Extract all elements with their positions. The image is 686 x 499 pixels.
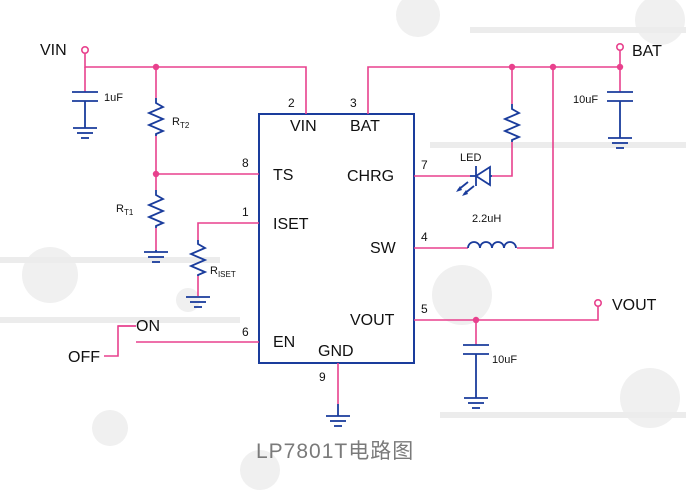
ground-symbol-riset xyxy=(186,296,210,308)
led-res-bottom-lead xyxy=(492,142,513,177)
bat-rail xyxy=(367,50,621,114)
vin-terminal xyxy=(81,45,90,54)
net-label-vin: VIN xyxy=(40,42,67,59)
pin-num-vin: 2 xyxy=(288,96,295,110)
pin-name-iset: ISET xyxy=(273,216,309,233)
ground-symbol-rt1 xyxy=(144,250,168,263)
inductor-bat-wire xyxy=(517,67,554,249)
pin-name-vout: VOUT xyxy=(350,312,395,329)
led-label: LED xyxy=(460,152,481,164)
vout-terminal xyxy=(593,298,602,307)
riset-resistor xyxy=(188,240,208,276)
iset-wire xyxy=(197,222,259,240)
led-diode xyxy=(456,165,492,196)
pin-num-chrg: 7 xyxy=(421,158,428,172)
bat-capacitor xyxy=(607,91,633,138)
ground-symbol-vout-cap xyxy=(464,397,488,409)
rt2-label: RT2 xyxy=(172,116,190,130)
pin-name-en: EN xyxy=(273,334,295,351)
pin-name-chrg: CHRG xyxy=(347,168,394,185)
rt1-label: RT1 xyxy=(116,203,134,217)
inductor-value: 2.2uH xyxy=(472,213,501,225)
vin-capacitor xyxy=(72,91,98,128)
pin-num-gnd: 9 xyxy=(319,370,326,384)
inductor xyxy=(467,241,517,249)
led-resistor xyxy=(502,104,522,142)
pin-num-bat: 3 xyxy=(350,96,357,110)
cap-bat-value: 10uF xyxy=(573,94,598,106)
pin-name-bat: BAT xyxy=(350,118,380,135)
ground-symbol-ic xyxy=(326,404,350,427)
diagram-caption: LP7801T电路图 xyxy=(256,440,414,463)
pin-num-en: 6 xyxy=(242,325,249,339)
junction-dots xyxy=(152,63,624,324)
vin-rail xyxy=(84,53,307,114)
pin-num-iset: 1 xyxy=(242,205,249,219)
cap-vin-value: 1uF xyxy=(104,92,123,104)
cap-vout-value: 10uF xyxy=(492,354,517,366)
pin-num-vout: 5 xyxy=(421,302,428,316)
pin-num-ts: 8 xyxy=(242,156,249,170)
ground-symbol-vin-cap xyxy=(73,127,97,139)
pin-num-sw: 4 xyxy=(421,230,428,244)
pin-name-sw: SW xyxy=(370,240,397,257)
net-label-vout: VOUT xyxy=(612,297,657,314)
switch-on-label: ON xyxy=(136,318,160,335)
ground-symbol-bat-cap xyxy=(608,137,632,149)
ic-body xyxy=(258,113,415,364)
en-switch-wire xyxy=(104,325,136,357)
vout-capacitor xyxy=(463,344,489,398)
pin-name-gnd: GND xyxy=(318,343,354,360)
bat-terminal xyxy=(615,42,624,51)
rt2-resistor xyxy=(146,98,166,136)
switch-off-label: OFF xyxy=(68,349,100,366)
pin-name-ts: TS xyxy=(273,167,293,184)
pin-name-vin: VIN xyxy=(290,118,317,135)
net-label-bat: BAT xyxy=(632,43,662,60)
rt1-resistor xyxy=(146,190,166,228)
riset-label: RISET xyxy=(210,265,236,279)
